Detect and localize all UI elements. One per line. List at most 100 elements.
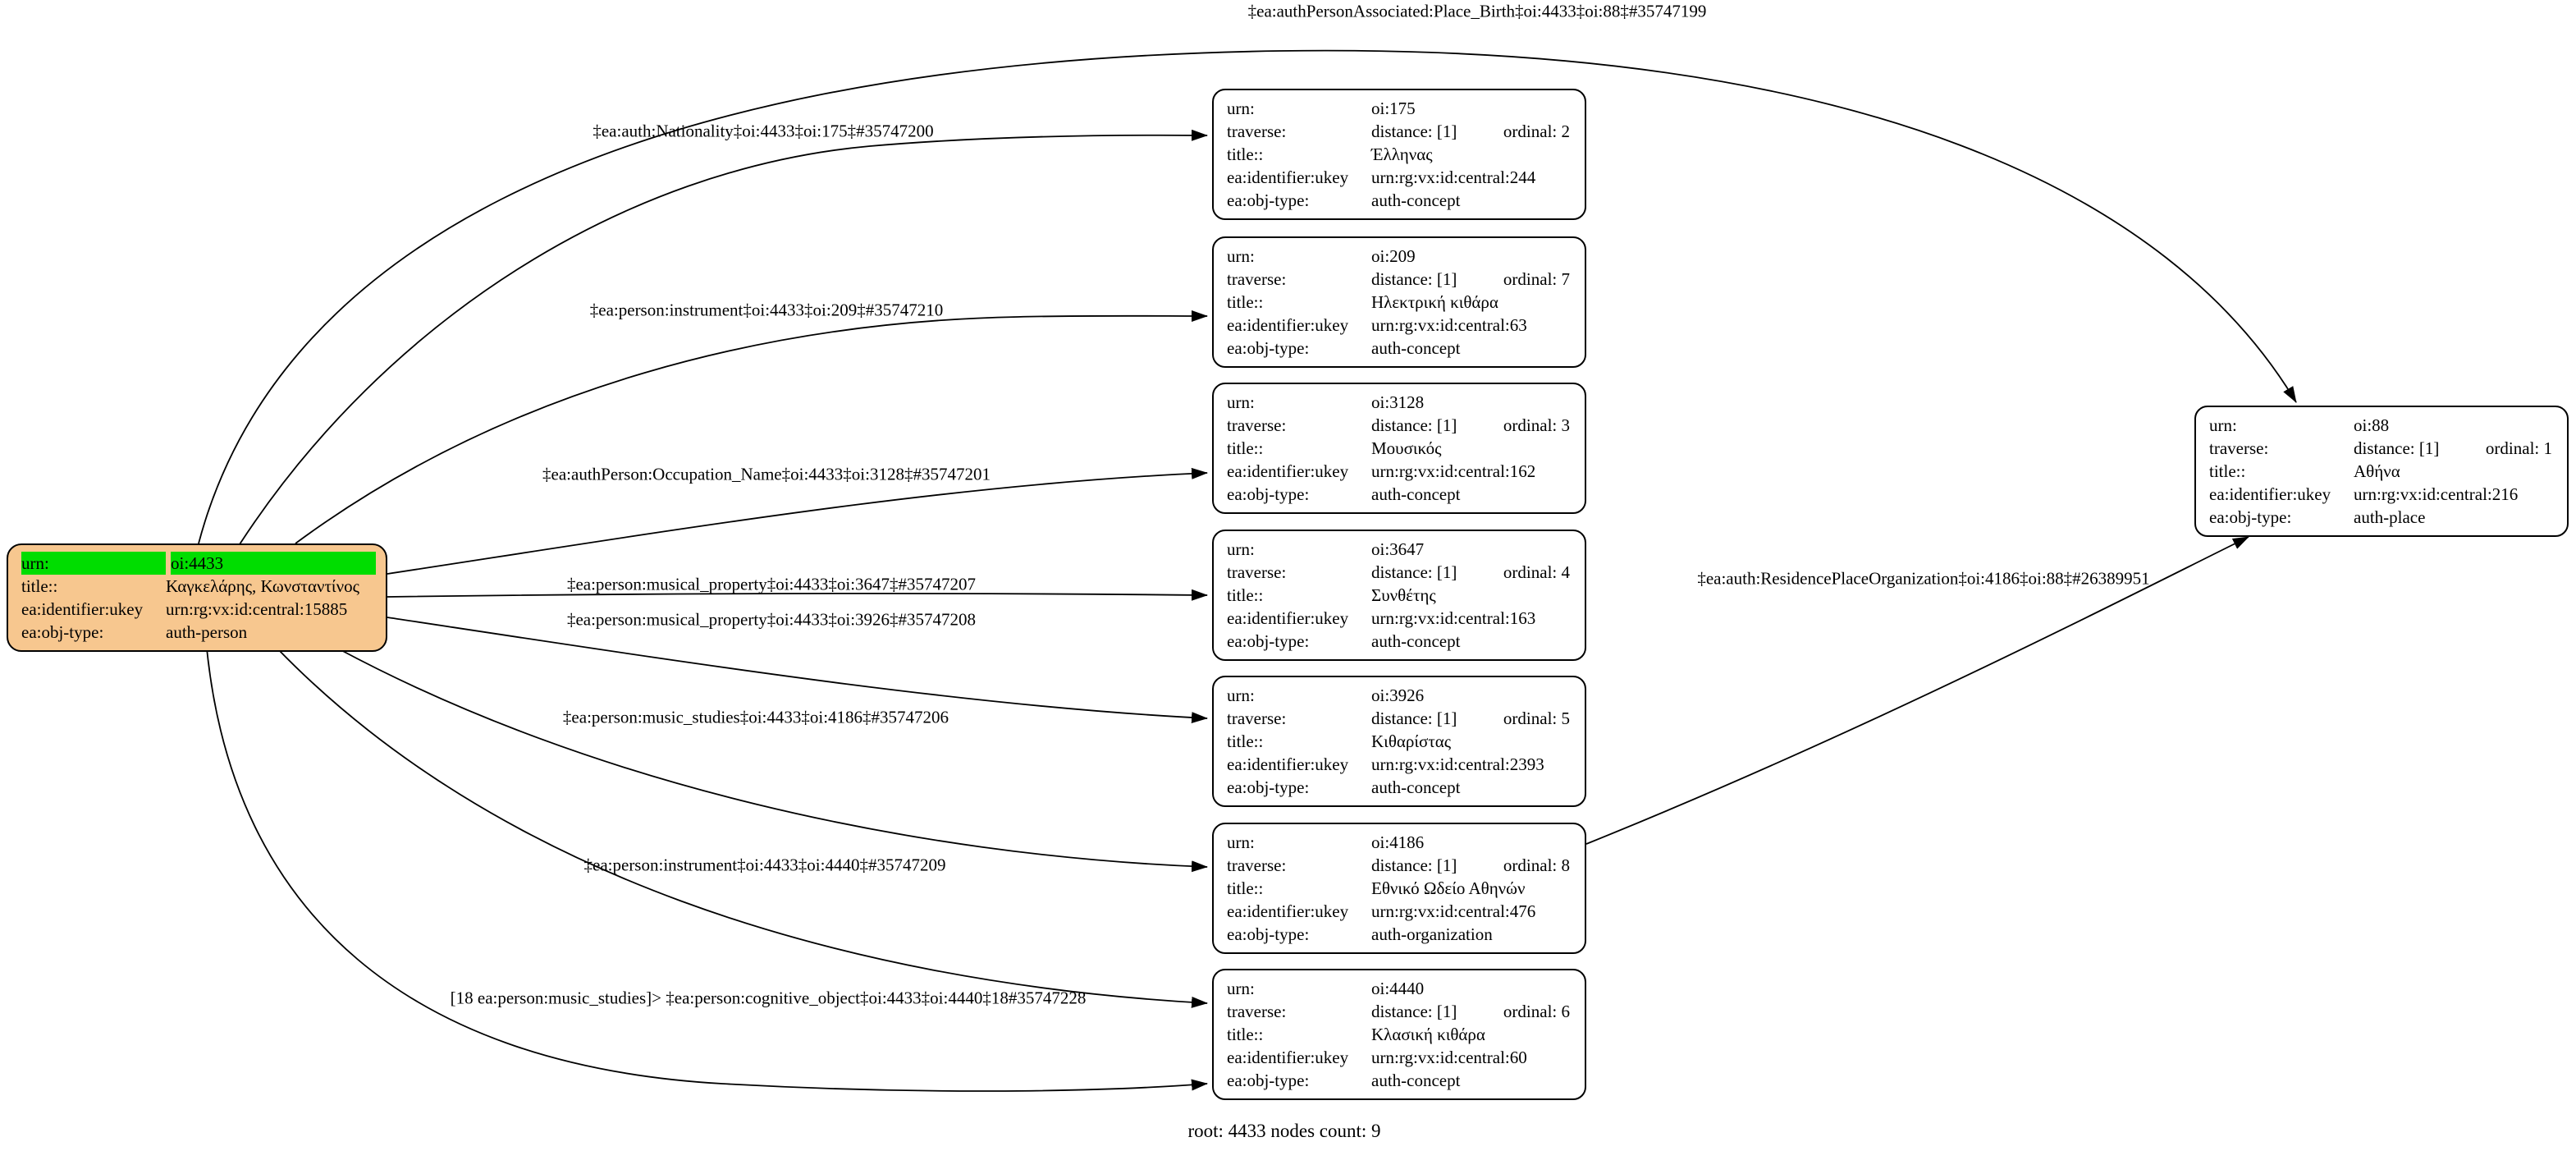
node-row-objtype: ea:obj-type: auth-concept xyxy=(1227,337,1575,360)
edge-cognitive-object-4440-label: [18 ea:person:music_studies]> ‡ea:person… xyxy=(450,988,1087,1008)
field-value-urn: oi:4433 xyxy=(171,552,376,575)
node-row-urn: urn: oi:3128 xyxy=(1227,391,1575,414)
node-row-traverse: traverse: distance: [1] ordinal: 8 xyxy=(1227,854,1575,877)
field-value-objtype: auth-concept xyxy=(1371,1071,1461,1090)
field-value-ukey: urn:rg:vx:id:central:476 xyxy=(1371,901,1536,921)
node-row-objtype: ea:obj-type: auth-person xyxy=(21,621,376,644)
field-value-ukey: urn:rg:vx:id:central:60 xyxy=(1371,1048,1527,1067)
field-key-objtype: ea:obj-type: xyxy=(2209,507,2292,527)
node-row-urn: urn: oi:175 xyxy=(1227,97,1575,120)
edge-cognitive-object-4440 xyxy=(206,648,1208,1092)
edge-residence-place-organization-label: ‡ea:auth:ResidencePlaceOrganization‡oi:4… xyxy=(1697,568,2150,589)
graph-node-oi3128: urn: oi:3128 traverse: distance: [1] ord… xyxy=(1212,383,1586,514)
node-row-traverse: traverse: distance: [1] ordinal: 6 xyxy=(1227,1000,1575,1023)
field-key-urn: urn: xyxy=(1227,686,1255,705)
field-key-title: title:: xyxy=(1227,585,1264,605)
field-value-distance: distance: [1] xyxy=(1371,1002,1457,1021)
graph-node-oi4186: urn: oi:4186 traverse: distance: [1] ord… xyxy=(1212,823,1586,954)
node-row-urn: urn: oi:3647 xyxy=(1227,538,1575,561)
field-key-ukey: ea:identifier:ukey xyxy=(1227,901,1349,921)
node-row-traverse: traverse: distance: [1] ordinal: 4 xyxy=(1227,561,1575,584)
field-value-ordinal: ordinal: 6 xyxy=(1503,1002,1570,1021)
edge-occupation-name xyxy=(387,467,1208,575)
node-row-urn: urn: oi:209 xyxy=(1227,245,1575,268)
node-row-traverse: traverse: distance: [1] ordinal: 5 xyxy=(1227,707,1575,730)
node-row-ukey: ea:identifier:ukey urn:rg:vx:id:central:… xyxy=(2209,483,2557,506)
field-value-ordinal: ordinal: 5 xyxy=(1503,708,1570,728)
field-value-urn: oi:175 xyxy=(1371,99,1416,118)
node-row-objtype: ea:obj-type: auth-concept xyxy=(1227,189,1575,212)
field-key-objtype: ea:obj-type: xyxy=(1227,631,1310,651)
graph-node-oi88: urn: oi:88 traverse: distance: [1] ordin… xyxy=(2194,406,2569,537)
field-value-ukey: urn:rg:vx:id:central:244 xyxy=(1371,167,1536,187)
node-row-ukey: ea:identifier:ukey urn:rg:vx:id:central:… xyxy=(1227,1046,1575,1069)
field-value-title: Ηλεκτρική κιθάρα xyxy=(1371,292,1498,312)
field-value-ordinal: ordinal: 1 xyxy=(2485,438,2552,458)
field-key-title: title:: xyxy=(1227,292,1264,312)
field-key-traverse: traverse: xyxy=(1227,855,1287,875)
field-key-urn: urn: xyxy=(1227,539,1255,559)
field-key-ukey: ea:identifier:ukey xyxy=(1227,608,1349,628)
field-key-urn: urn: xyxy=(1227,979,1255,998)
field-value-objtype: auth-concept xyxy=(1371,777,1461,797)
field-value-title: Αθήνα xyxy=(2354,461,2400,481)
field-key-title: title:: xyxy=(1227,1025,1264,1044)
field-key-urn: urn: xyxy=(1227,99,1255,118)
node-row-ukey: ea:identifier:ukey urn:rg:vx:id:central:… xyxy=(1227,900,1575,923)
field-key-objtype: ea:obj-type: xyxy=(1227,338,1310,358)
field-key-urn: urn: xyxy=(1227,832,1255,852)
field-value-objtype: auth-concept xyxy=(1371,631,1461,651)
field-value-urn: oi:4186 xyxy=(1371,832,1425,852)
field-value-distance: distance: [1] xyxy=(1371,122,1457,141)
field-value-objtype: auth-organization xyxy=(1371,924,1493,944)
field-value-title: Συνθέτης xyxy=(1371,585,1436,605)
node-row-objtype: ea:obj-type: auth-concept xyxy=(1227,630,1575,653)
node-row-traverse: traverse: distance: [1] ordinal: 3 xyxy=(1227,414,1575,437)
field-key-objtype: ea:obj-type: xyxy=(21,622,104,642)
node-row-urn: urn: oi:4440 xyxy=(1227,977,1575,1000)
field-key-ukey: ea:identifier:ukey xyxy=(1227,167,1349,187)
field-value-distance: distance: [1] xyxy=(1371,562,1457,582)
node-row-title: title:: Κιθαρίστας xyxy=(1227,730,1575,753)
field-value-ukey: urn:rg:vx:id:central:63 xyxy=(1371,315,1527,335)
field-value-ukey: urn:rg:vx:id:central:163 xyxy=(1371,608,1536,628)
field-value-urn: oi:3926 xyxy=(1371,686,1425,705)
field-key-urn: urn: xyxy=(1227,392,1255,412)
field-value-distance: distance: [1] xyxy=(1371,269,1457,289)
field-key-title: title:: xyxy=(1227,144,1264,164)
field-value-objtype: auth-concept xyxy=(1371,484,1461,504)
field-key-urn: urn: xyxy=(1227,246,1255,266)
field-key-ukey: ea:identifier:ukey xyxy=(1227,754,1349,774)
field-key-title: title:: xyxy=(21,576,58,596)
edge-place-birth xyxy=(198,49,2297,544)
field-key-ukey: ea:identifier:ukey xyxy=(21,599,144,619)
field-value-distance: distance: [1] xyxy=(2354,438,2440,458)
node-row-title: title:: Αθήνα xyxy=(2209,460,2557,483)
field-value-urn: oi:209 xyxy=(1371,246,1416,266)
node-row-title: title:: Ηλεκτρική κιθάρα xyxy=(1227,291,1575,314)
node-row-title: title:: Μουσικός xyxy=(1227,437,1575,460)
field-key-objtype: ea:obj-type: xyxy=(1227,1071,1310,1090)
node-row-urn: urn: oi:4433 xyxy=(21,552,376,575)
node-row-title: title:: Καγκελάρης, Κωνσταντίνος xyxy=(21,575,376,598)
field-value-ukey: urn:rg:vx:id:central:15885 xyxy=(166,599,348,619)
field-key-objtype: ea:obj-type: xyxy=(1227,777,1310,797)
edge-musical-property-3647-label: ‡ea:person:musical_property‡oi:4433‡oi:3… xyxy=(566,574,977,594)
node-row-objtype: ea:obj-type: auth-concept xyxy=(1227,483,1575,506)
field-value-title: Καγκελάρης, Κωνσταντίνος xyxy=(166,576,359,596)
node-row-objtype: ea:obj-type: auth-place xyxy=(2209,506,2557,529)
field-key-traverse: traverse: xyxy=(2209,438,2269,458)
field-value-ukey: urn:rg:vx:id:central:216 xyxy=(2354,484,2519,504)
field-value-ordinal: ordinal: 2 xyxy=(1503,122,1570,141)
edge-nationality xyxy=(239,129,1208,545)
field-key-traverse: traverse: xyxy=(1227,122,1287,141)
node-row-ukey: ea:identifier:ukey urn:rg:vx:id:central:… xyxy=(1227,314,1575,337)
edge-instrument-209 xyxy=(295,310,1208,544)
node-row-objtype: ea:obj-type: auth-organization xyxy=(1227,923,1575,946)
field-key-traverse: traverse: xyxy=(1227,415,1287,435)
node-row-urn: urn: oi:88 xyxy=(2209,414,2557,437)
edge-music-studies-4186 xyxy=(337,648,1208,873)
field-value-urn: oi:88 xyxy=(2354,415,2390,435)
field-value-ukey: urn:rg:vx:id:central:162 xyxy=(1371,461,1536,481)
